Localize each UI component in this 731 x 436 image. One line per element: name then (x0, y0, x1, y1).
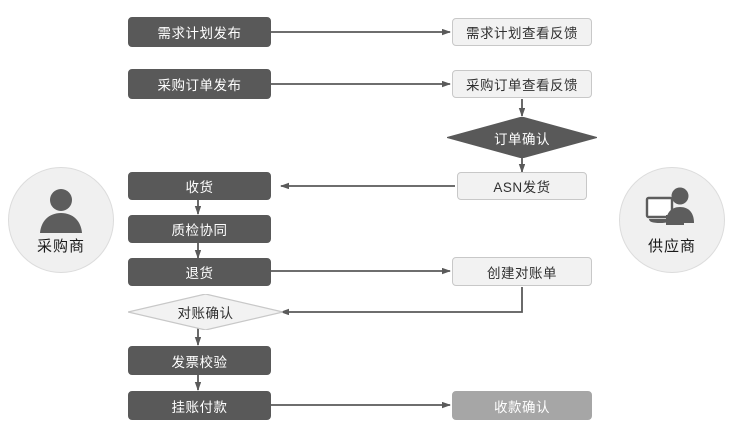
node-quality-inspection[interactable]: 质检协同 (128, 215, 271, 243)
node-create-reconciliation[interactable]: 创建对账单 (452, 257, 592, 286)
actor-supplier[interactable]: 供应商 (619, 167, 725, 273)
node-label: 采购订单查看反馈 (466, 78, 578, 93)
node-label: 需求计划发布 (157, 26, 242, 41)
node-label: 收款确认 (494, 399, 550, 415)
actor-buyer[interactable]: 采购商 (8, 167, 114, 273)
actor-buyer-label: 采购商 (36, 237, 85, 255)
node-order-confirm[interactable]: 订单确认 (447, 117, 597, 158)
node-label: 质检协同 (171, 223, 228, 238)
node-asn-shipment[interactable]: ASN发货 (457, 172, 587, 200)
node-label: ASN发货 (493, 180, 551, 195)
diamond-shape (447, 117, 597, 158)
node-invoice-verification[interactable]: 发票校验 (128, 346, 271, 375)
diamond-shape (128, 294, 283, 330)
person-icon (33, 185, 89, 233)
node-label: 挂账付款 (171, 399, 228, 415)
node-label: 采购订单发布 (157, 78, 242, 93)
node-return-goods[interactable]: 退货 (128, 258, 271, 286)
node-label: 收货 (185, 180, 214, 195)
node-demand-plan-view-feedback[interactable]: 需求计划查看反馈 (452, 18, 592, 46)
node-purchase-order-view-feedback[interactable]: 采购订单查看反馈 (452, 70, 592, 98)
node-label: 发票校验 (171, 354, 228, 370)
node-label: 需求计划查看反馈 (466, 26, 578, 41)
node-payable-payment[interactable]: 挂账付款 (128, 391, 271, 420)
node-receipt-confirm[interactable]: 收款确认 (452, 391, 592, 420)
actor-supplier-label: 供应商 (647, 237, 696, 255)
node-receive-goods[interactable]: 收货 (128, 172, 271, 200)
node-label: 订单确认 (494, 131, 550, 147)
node-demand-plan-publish[interactable]: 需求计划发布 (128, 17, 271, 47)
node-label: 对账确认 (177, 306, 234, 321)
node-label: 退货 (185, 266, 214, 281)
node-reconciliation-confirm[interactable]: 对账确认 (128, 294, 283, 330)
person-at-computer-icon (644, 185, 700, 233)
node-purchase-order-publish[interactable]: 采购订单发布 (128, 69, 271, 99)
node-label: 创建对账单 (487, 265, 557, 281)
edge-n10-n11 (280, 287, 523, 316)
